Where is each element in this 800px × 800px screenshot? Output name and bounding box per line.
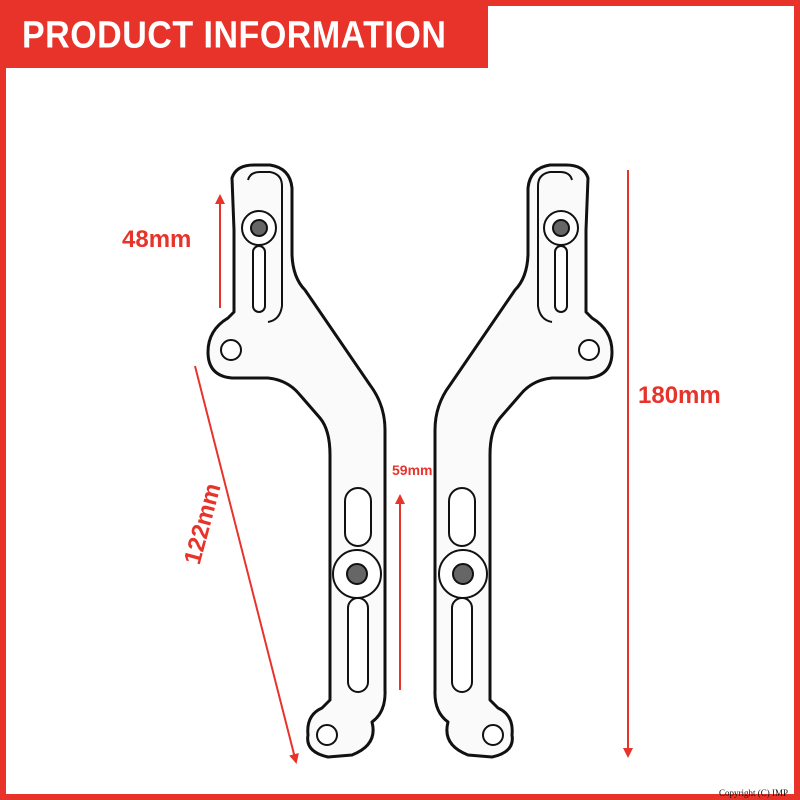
dim-arrow-122mm [194, 365, 299, 764]
dim-label-180mm: 180mm [638, 382, 721, 409]
left-bracket-outline [206, 163, 387, 759]
header-title: PRODUCT INFORMATION [22, 14, 447, 57]
dim-label-59mm: 59mm [392, 462, 433, 478]
copyright-text: Copyright (C) IMP [718, 788, 788, 798]
right-bracket-outline [433, 163, 614, 759]
right-bracket-bolt-top [543, 210, 579, 246]
dim-label-48mm: 48mm [122, 226, 192, 253]
left-bracket-bolt-top [241, 210, 277, 246]
right-bracket [433, 163, 614, 759]
left-bracket-bolt-bottom [332, 549, 382, 599]
header-banner: PRODUCT INFORMATION [0, 0, 488, 68]
right-bracket-bolt-bottom [438, 549, 488, 599]
left-bracket [206, 163, 387, 759]
